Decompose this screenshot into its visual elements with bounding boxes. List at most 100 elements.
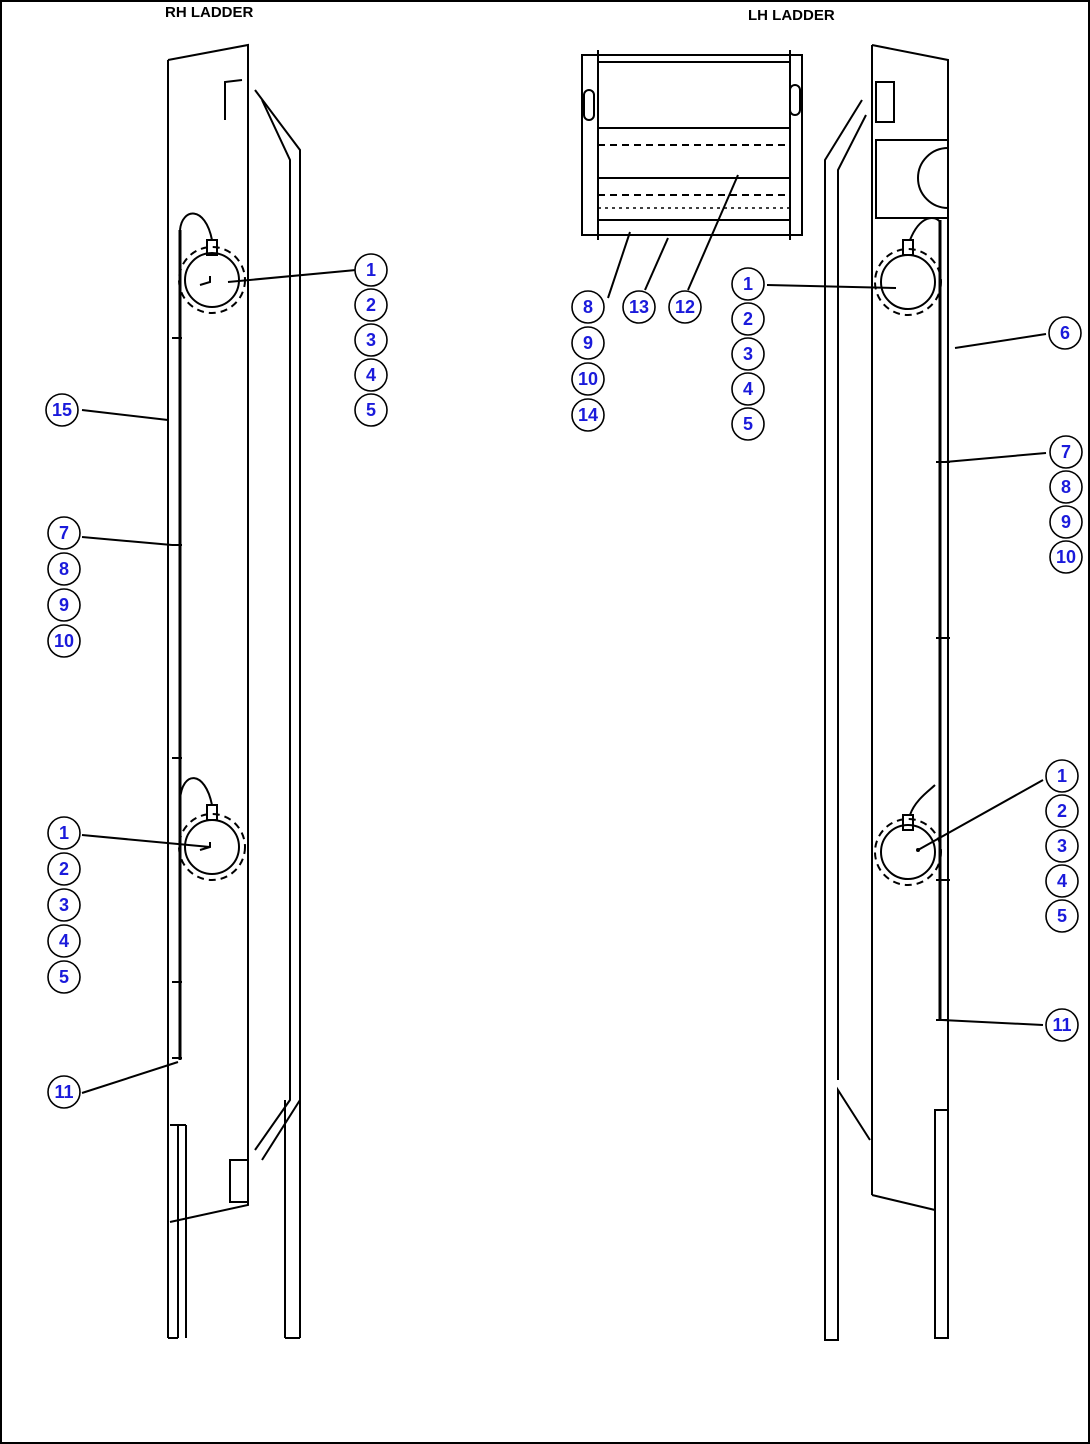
callout-7: 7 — [1049, 435, 1083, 469]
callout-number: 7 — [59, 523, 69, 543]
callout-4: 4 — [354, 358, 388, 392]
callout-2: 2 — [47, 852, 81, 886]
callout-5: 5 — [47, 960, 81, 994]
callout-3: 3 — [354, 323, 388, 357]
callout-number: 9 — [583, 333, 593, 353]
callout-number: 11 — [1052, 1015, 1071, 1035]
callout-circle — [47, 588, 81, 622]
callout-4: 4 — [731, 372, 765, 406]
callout-number: 9 — [59, 595, 69, 615]
callout-11: 11 — [1045, 1008, 1079, 1042]
callout-1: 1 — [1045, 759, 1079, 793]
callout-circle — [354, 358, 388, 392]
callout-number: 1 — [59, 823, 69, 843]
callout-circle — [1048, 316, 1082, 350]
callout-5: 5 — [354, 393, 388, 427]
callout-circle — [731, 337, 765, 371]
lh-ladder-title: LH LADDER — [748, 7, 835, 24]
callout-3: 3 — [731, 337, 765, 371]
callout-circle — [668, 290, 702, 324]
callout-9: 9 — [47, 588, 81, 622]
callout-number: 4 — [366, 365, 376, 385]
callout-number: 8 — [59, 559, 69, 579]
callout-circle — [1049, 470, 1083, 504]
callout-circle — [47, 816, 81, 850]
callout-number: 3 — [1057, 836, 1067, 856]
callout-number: 3 — [59, 895, 69, 915]
callout-number: 10 — [578, 369, 598, 389]
callout-number: 4 — [1057, 871, 1067, 891]
callout-4: 4 — [47, 924, 81, 958]
callout-circle — [1045, 1008, 1079, 1042]
rh-ladder-drawing — [167, 43, 301, 1339]
callout-10: 10 — [1049, 540, 1083, 574]
callout-circle — [354, 288, 388, 322]
callout-3: 3 — [1045, 829, 1079, 863]
callout-number: 4 — [59, 931, 69, 951]
callout-number: 2 — [1057, 801, 1067, 821]
callout-circle — [47, 924, 81, 958]
callout-number: 10 — [54, 631, 74, 651]
callout-circle — [571, 398, 605, 432]
lh-ladder-drawing — [824, 44, 950, 1341]
callout-14: 14 — [571, 398, 605, 432]
callout-circle — [47, 960, 81, 994]
callout-number: 1 — [1057, 766, 1067, 786]
callout-number: 5 — [743, 414, 753, 434]
callout-3: 3 — [47, 888, 81, 922]
callout-number: 2 — [59, 859, 69, 879]
callout-number: 3 — [743, 344, 753, 364]
callout-2: 2 — [354, 288, 388, 322]
callout-circle — [1049, 435, 1083, 469]
callout-circle — [1045, 829, 1079, 863]
callout-circle — [731, 267, 765, 301]
callout-1: 1 — [47, 816, 81, 850]
callout-number: 3 — [366, 330, 376, 350]
callout-circle — [622, 290, 656, 324]
callout-circle — [571, 326, 605, 360]
callout-circle — [47, 516, 81, 550]
callout-number: 8 — [583, 297, 593, 317]
callout-number: 14 — [578, 405, 598, 425]
callout-13: 13 — [622, 290, 656, 324]
callout-circle — [571, 290, 605, 324]
callout-7: 7 — [47, 516, 81, 550]
lh-step-drawing — [581, 50, 803, 240]
callout-11: 11 — [47, 1075, 81, 1109]
callout-circle — [354, 323, 388, 357]
callout-number: 1 — [743, 274, 753, 294]
callout-circle — [731, 372, 765, 406]
callout-circle — [571, 362, 605, 396]
callout-10: 10 — [47, 624, 81, 658]
callout-15: 15 — [45, 393, 79, 427]
callout-10: 10 — [571, 362, 605, 396]
callout-6: 6 — [1048, 316, 1082, 350]
callout-circle — [47, 888, 81, 922]
callout-number: 13 — [629, 297, 649, 317]
callout-circle — [354, 253, 388, 287]
callout-number: 2 — [743, 309, 753, 329]
callout-circle — [47, 552, 81, 586]
callout-circle — [47, 852, 81, 886]
callout-4: 4 — [1045, 864, 1079, 898]
callout-8: 8 — [47, 552, 81, 586]
callout-circle — [47, 1075, 81, 1109]
callout-circle — [1049, 505, 1083, 539]
callout-number: 2 — [366, 295, 376, 315]
callout-12: 12 — [668, 290, 702, 324]
callout-5: 5 — [731, 407, 765, 441]
callout-circle — [1045, 759, 1079, 793]
callout-5: 5 — [1045, 899, 1079, 933]
callout-circle — [1049, 540, 1083, 574]
callout-number: 7 — [1061, 442, 1071, 462]
callout-number: 11 — [54, 1082, 73, 1102]
callout-circle — [354, 393, 388, 427]
callout-circle — [45, 393, 79, 427]
callout-1: 1 — [354, 253, 388, 287]
callout-number: 1 — [366, 260, 376, 280]
callout-number: 12 — [675, 297, 695, 317]
callout-number: 15 — [52, 400, 72, 420]
callout-number: 10 — [1056, 547, 1076, 567]
